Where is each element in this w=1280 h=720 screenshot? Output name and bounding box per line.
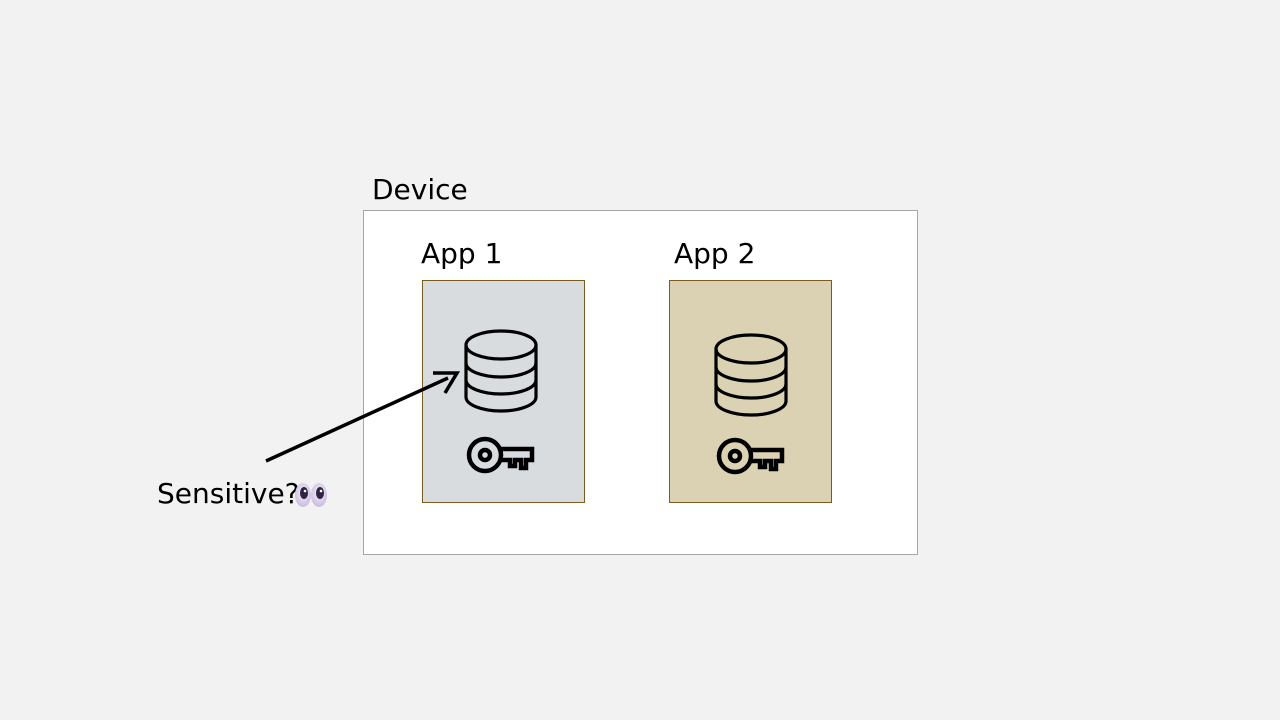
app1-container (422, 280, 585, 503)
database-icon (714, 333, 788, 417)
app2-title: App 2 (674, 237, 756, 270)
app1-title: App 1 (421, 237, 503, 270)
key-icon (716, 437, 785, 475)
eyes-icon (295, 483, 327, 507)
device-title: Device (372, 173, 468, 206)
sensitive-label: Sensitive? (157, 477, 300, 510)
app2-container (669, 280, 832, 503)
key-icon (466, 436, 535, 474)
database-icon (464, 329, 538, 413)
